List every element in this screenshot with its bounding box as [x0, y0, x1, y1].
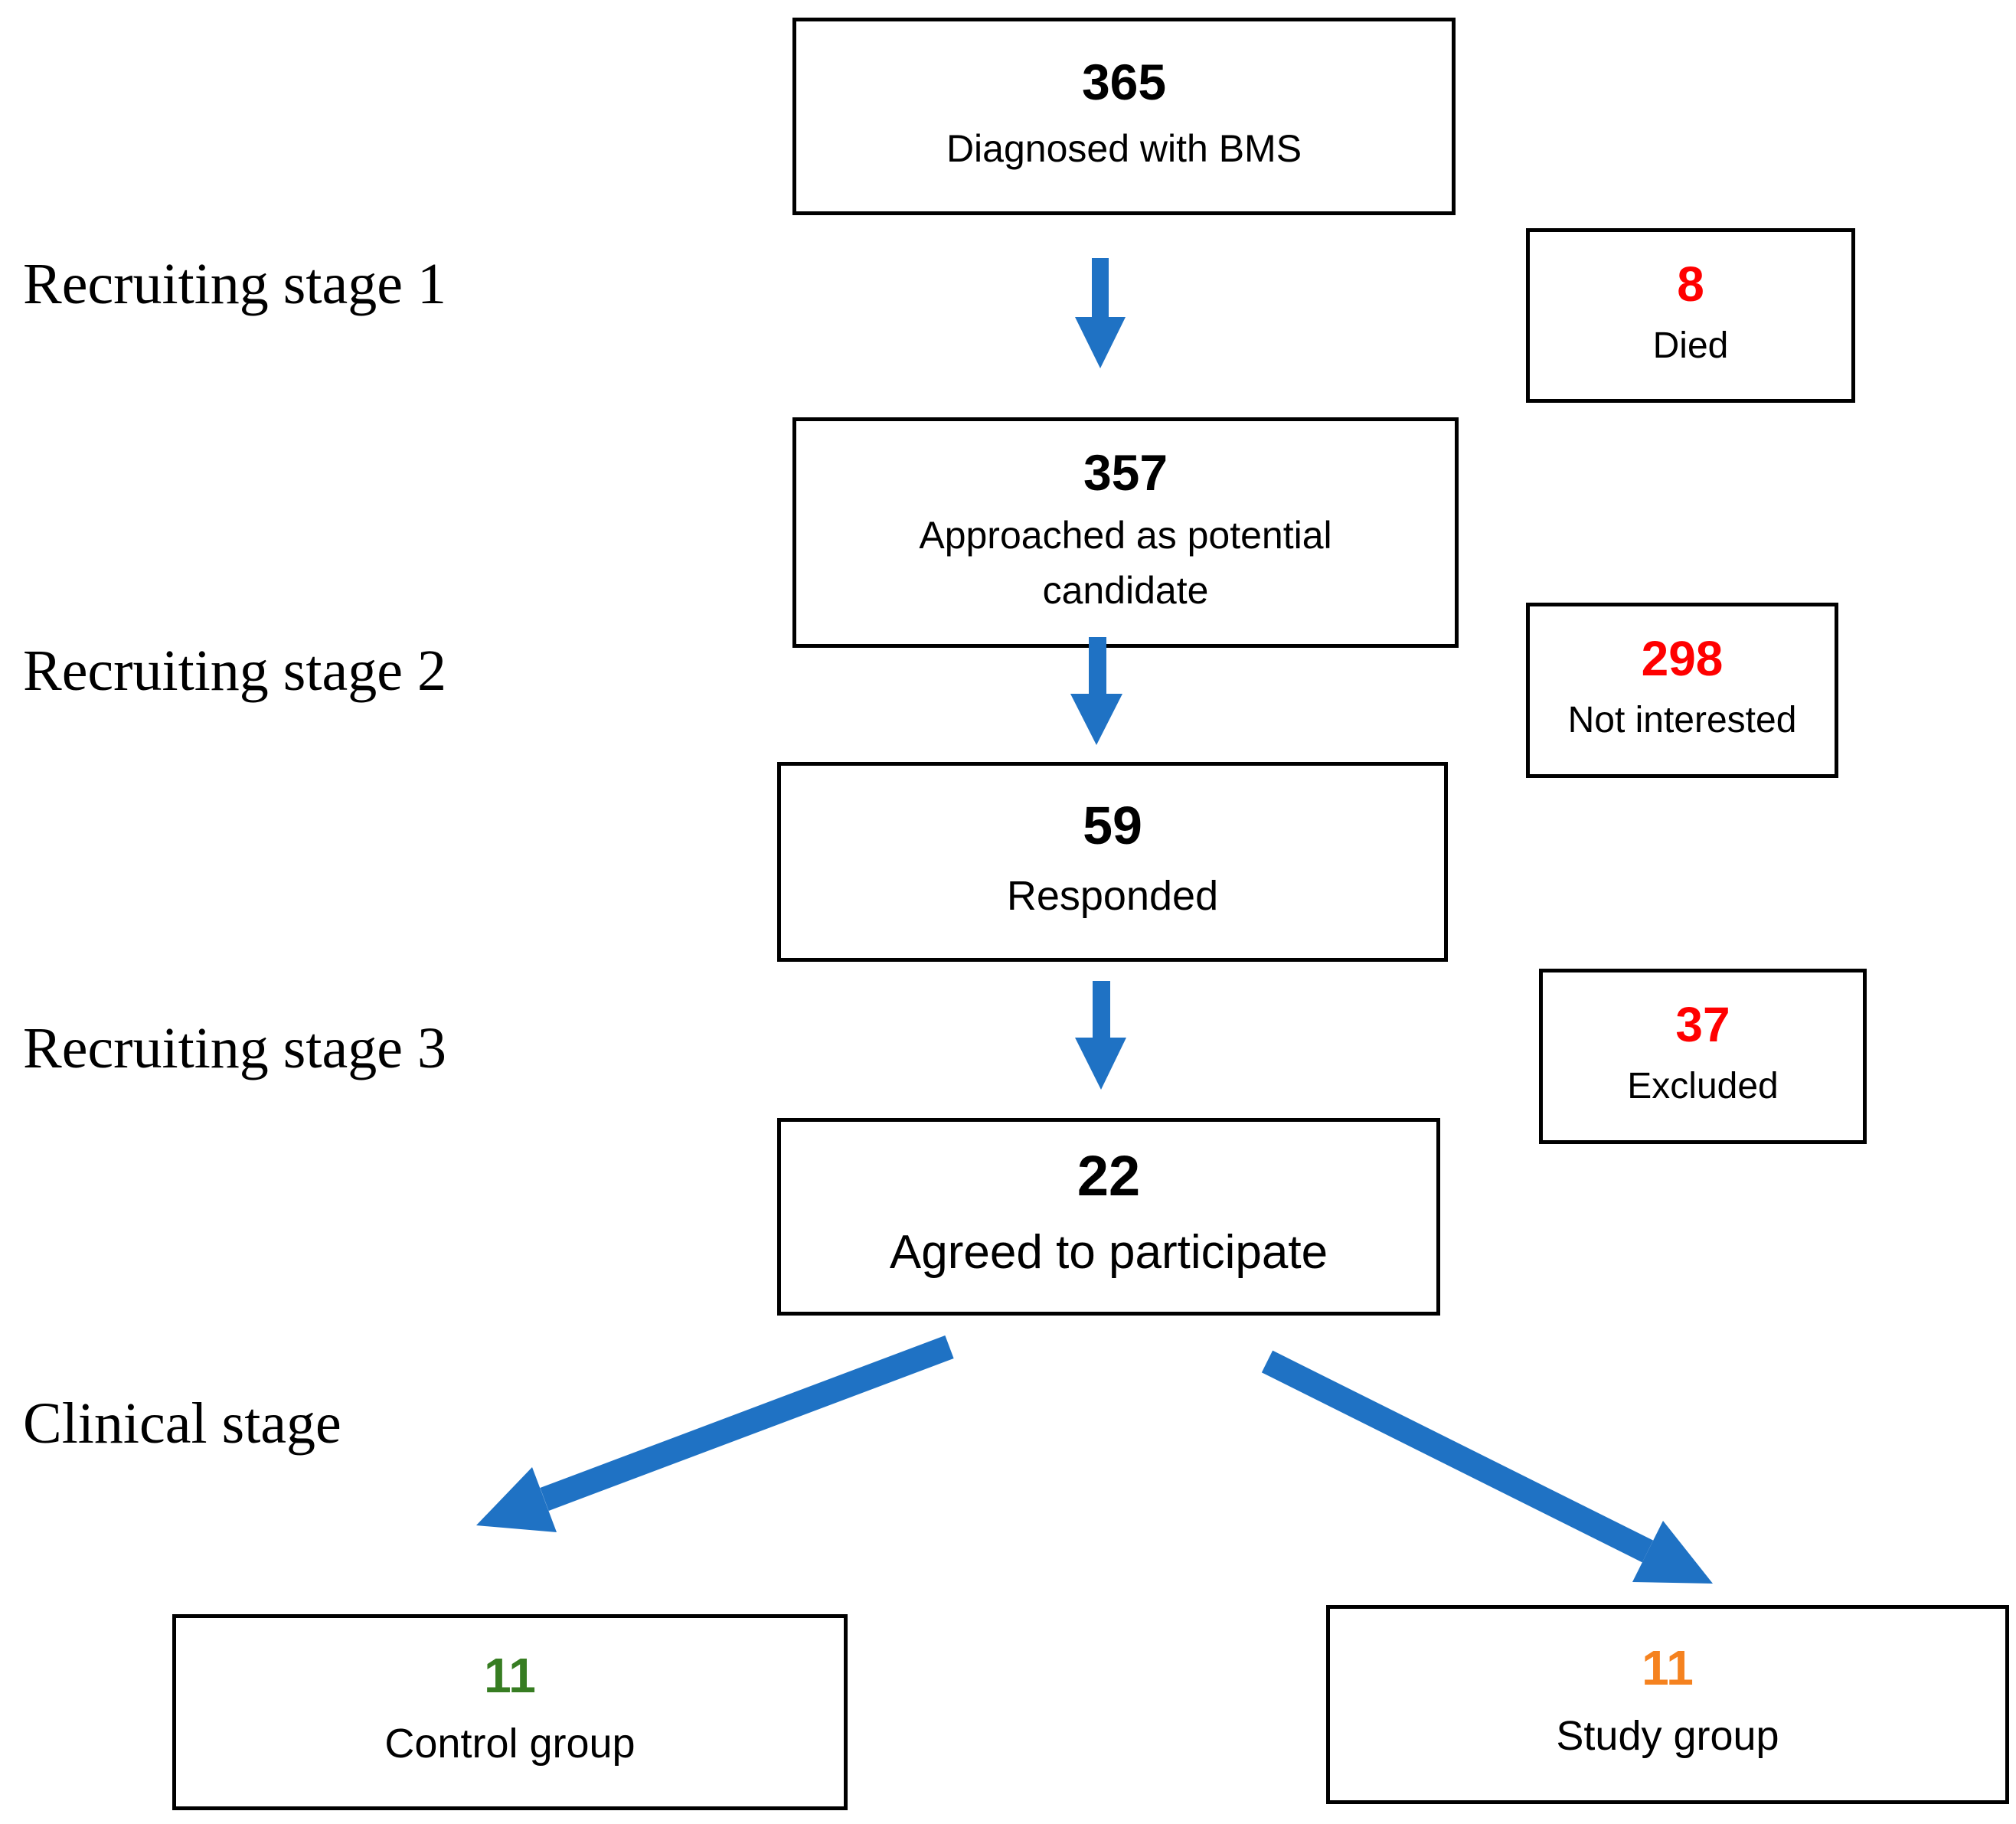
approached-label: Approached as potential candidate	[919, 513, 1332, 613]
stage-label-clinical: Clinical stage	[23, 1391, 341, 1456]
approached-count: 357	[1083, 444, 1168, 502]
down-arrowhead-icon	[1075, 317, 1126, 368]
arrow-diagnosed-to-approached	[1075, 258, 1126, 368]
stage-label-recruiting-1: Recruiting stage 1	[23, 252, 446, 316]
box-control-group: 11 Control group	[172, 1614, 848, 1810]
arrow-agreed-to-study	[1261, 1350, 1713, 1584]
arrow-agreed-to-control	[476, 1335, 954, 1532]
arrow-approached-to-responded	[1070, 637, 1122, 745]
diagonal-right-arrowhead-icon	[1632, 1521, 1713, 1584]
down-arrow-icon	[1092, 258, 1109, 319]
box-agreed-to-participate: 22 Agreed to participate	[777, 1118, 1440, 1316]
excluded-label: Excluded	[1627, 1066, 1779, 1107]
control-group-label: Control group	[384, 1721, 636, 1767]
stage-label-recruiting-2: Recruiting stage 2	[23, 639, 446, 703]
down-arrowhead-icon	[1075, 1038, 1126, 1090]
responded-label: Responded	[1006, 873, 1219, 920]
diagnosed-count: 365	[1081, 54, 1167, 111]
box-not-interested: 298 Not interested	[1526, 603, 1838, 778]
study-group-label: Study group	[1556, 1713, 1779, 1760]
died-label: Died	[1652, 325, 1729, 366]
diagonal-left-arrow-icon	[540, 1335, 954, 1511]
died-count: 8	[1677, 256, 1704, 312]
control-group-count: 11	[484, 1648, 536, 1704]
down-arrow-icon	[1093, 981, 1110, 1039]
diagonal-right-arrow-icon	[1261, 1350, 1654, 1563]
arrow-responded-to-agreed	[1075, 981, 1126, 1090]
not-interested-label: Not interested	[1567, 700, 1797, 741]
study-group-count: 11	[1642, 1640, 1694, 1696]
box-died: 8 Died	[1526, 228, 1855, 403]
stage-label-recruiting-3: Recruiting stage 3	[23, 1016, 446, 1080]
not-interested-count: 298	[1641, 631, 1724, 687]
box-approached-candidates: 357 Approached as potential candidate	[792, 417, 1459, 648]
diagnosed-label: Diagnosed with BMS	[946, 127, 1302, 171]
down-arrowhead-icon	[1070, 694, 1122, 745]
excluded-count: 37	[1675, 997, 1730, 1053]
agreed-count: 22	[1077, 1144, 1141, 1208]
box-diagnosed-with-bms: 365 Diagnosed with BMS	[792, 18, 1456, 215]
box-responded: 59 Responded	[777, 762, 1448, 962]
box-study-group: 11 Study group	[1326, 1605, 2009, 1804]
agreed-label: Agreed to participate	[889, 1225, 1328, 1279]
responded-count: 59	[1083, 795, 1142, 855]
box-excluded: 37 Excluded	[1539, 969, 1867, 1144]
diagonal-left-arrowhead-icon	[476, 1467, 557, 1532]
